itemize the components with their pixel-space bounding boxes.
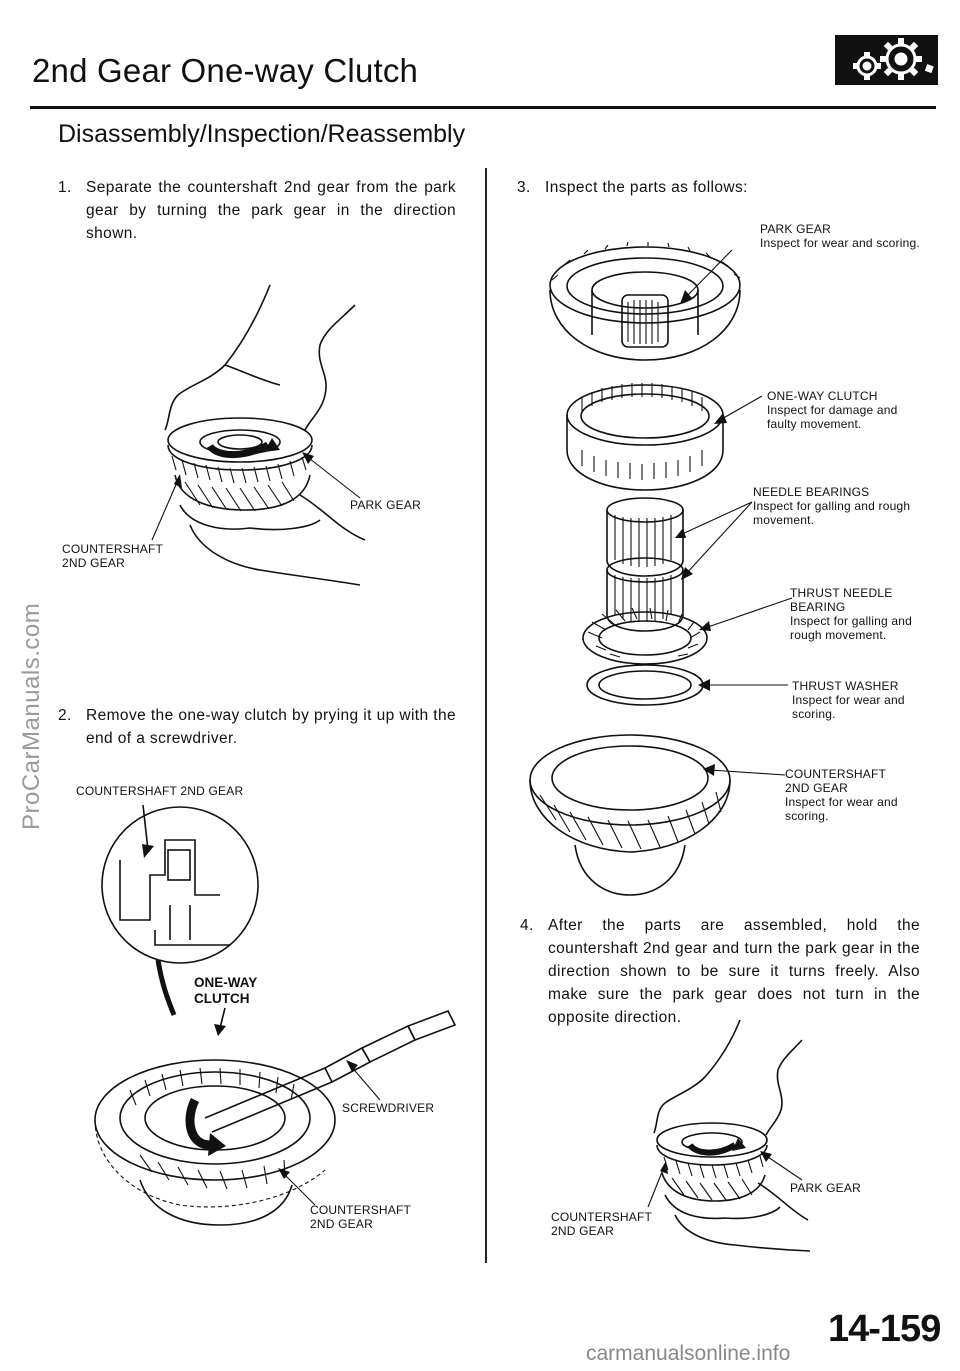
- figure-separate-gears: [151, 284, 366, 586]
- part-park-gear: PARK GEAR Inspect for wear and scoring.: [760, 222, 920, 250]
- step-4: 4. After the parts are assembled, hold t…: [520, 914, 920, 1029]
- page-title: 2nd Gear One-way Clutch: [32, 52, 419, 89]
- step-2-text: Remove the one-way clutch by prying it u…: [86, 707, 456, 747]
- column-divider: [485, 168, 487, 1263]
- label-park-gear-fig4: PARK GEAR: [790, 1181, 861, 1195]
- label-countershaft-fig2: COUNTERSHAFT 2ND GEAR: [310, 1203, 412, 1231]
- figure-exploded-parts: [529, 241, 793, 896]
- figure-check-rotation: [647, 1019, 811, 1252]
- label-park-gear-fig1: PARK GEAR: [350, 498, 421, 512]
- footer-watermark: carmanualsonline.info: [586, 1342, 791, 1365]
- figure-remove-clutch: [94, 804, 457, 1226]
- part-one-way-clutch: ONE-WAY CLUTCH Inspect for damage and fa…: [767, 389, 898, 431]
- step-1: 1. Separate the countershaft 2nd gear fr…: [58, 176, 456, 245]
- step-1-text: Separate the countershaft 2nd gear from …: [86, 179, 456, 242]
- gears-icon: [835, 35, 938, 85]
- label-countershaft-top-fig2: COUNTERSHAFT 2ND GEAR: [76, 784, 244, 798]
- part-thrust-needle-bearing: THRUST NEEDLE BEARING Inspect for gallin…: [790, 586, 913, 642]
- label-countershaft-fig1: COUNTERSHAFT 2ND GEAR: [62, 542, 164, 570]
- title-rule: [30, 106, 936, 109]
- part-needle-bearings: NEEDLE BEARINGS Inspect for galling and …: [753, 485, 911, 527]
- part-thrust-washer: THRUST WASHER Inspect for wear and scori…: [792, 679, 905, 721]
- label-countershaft-fig4: COUNTERSHAFT 2ND GEAR: [551, 1210, 653, 1238]
- page-number: 14-159: [828, 1308, 941, 1350]
- label-screwdriver-fig2: SCREWDRIVER: [342, 1101, 435, 1115]
- step-3: 3. Inspect the parts as follows:: [517, 176, 927, 199]
- step-2: 2. Remove the one-way clutch by prying i…: [58, 704, 456, 750]
- section-subtitle: Disassembly/Inspection/Reassembly: [58, 120, 466, 148]
- label-one-way-clutch-fig2: ONE-WAY CLUTCH: [194, 975, 258, 1006]
- side-watermark: ProCarManuals.com: [18, 602, 45, 830]
- step-3-text: Inspect the parts as follows:: [545, 179, 748, 196]
- step-4-text: After the parts are assembled, hold the …: [548, 917, 920, 1026]
- part-countershaft-2nd-gear: COUNTERSHAFT 2ND GEAR Inspect for wear a…: [785, 767, 898, 823]
